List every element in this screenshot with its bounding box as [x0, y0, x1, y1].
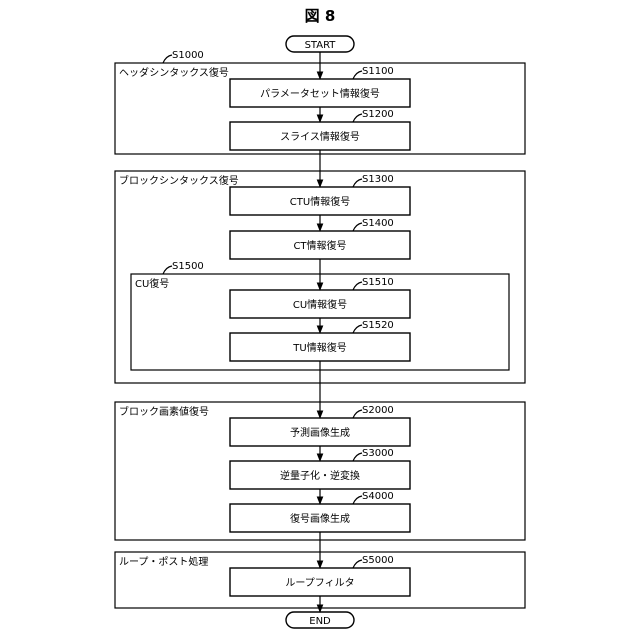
s1200-id: S1200 [362, 109, 394, 120]
step-s1300-label: CTU情報復号 [290, 195, 350, 208]
s1520-id: S1520 [362, 320, 394, 331]
s1300-leader [353, 179, 362, 187]
end-label: END [309, 616, 331, 627]
step-s1200-label: スライス情報復号 [280, 130, 360, 143]
s2000-leader [353, 410, 362, 418]
s1100-leader [353, 71, 362, 79]
s1200-leader [353, 114, 362, 122]
header-syntax-label: ヘッダシンタックス復号 [119, 66, 229, 79]
s1000-id: S1000 [172, 50, 204, 61]
s1300-id: S1300 [362, 174, 394, 185]
s5000-leader [353, 560, 362, 568]
step-s1400-label: CT情報復号 [293, 239, 346, 252]
start-label: START [305, 40, 337, 51]
block-syntax-label: ブロックシンタックス復号 [119, 174, 239, 187]
cu-decoding-label: CU復号 [135, 277, 169, 290]
s1500-leader [163, 266, 172, 274]
step-s1510-label: CU情報復号 [293, 298, 347, 311]
s1100-id: S1100 [362, 66, 394, 77]
s5000-id: S5000 [362, 555, 394, 566]
step-s4000-label: 復号画像生成 [290, 512, 350, 525]
step-s1520-label: TU情報復号 [292, 341, 346, 354]
step-s3000-label: 逆量子化・逆変換 [280, 469, 360, 482]
s4000-leader [353, 496, 362, 504]
s4000-id: S4000 [362, 491, 394, 502]
loop-post-label: ループ・ポスト処理 [119, 555, 208, 568]
figure-title: 図 8 [305, 7, 336, 25]
step-s2000-label: 予測画像生成 [290, 426, 350, 439]
s3000-id: S3000 [362, 448, 394, 459]
s1400-leader [353, 223, 362, 231]
s1000-leader [163, 55, 172, 63]
s3000-leader [353, 453, 362, 461]
s2000-id: S2000 [362, 405, 394, 416]
s1400-id: S1400 [362, 218, 394, 229]
s1500-id: S1500 [172, 261, 204, 272]
s1510-id: S1510 [362, 277, 394, 288]
s1510-leader [353, 282, 362, 290]
pixel-decoding-label: ブロック画素値復号 [119, 405, 209, 418]
step-s5000-label: ループフィルタ [285, 577, 354, 589]
s1520-leader [353, 325, 362, 333]
step-s1100-label: パラメータセット情報復号 [260, 87, 380, 100]
